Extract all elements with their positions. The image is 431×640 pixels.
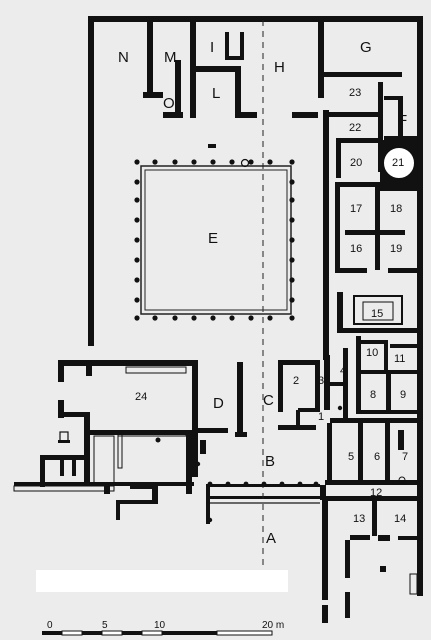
label-18: 18 [390, 203, 402, 215]
peristyle-column [248, 315, 254, 321]
label-24: 24 [135, 391, 147, 403]
atrium-column [313, 481, 319, 487]
label-5: 5 [348, 451, 354, 463]
peristyle-column [152, 315, 158, 321]
atrium-column [243, 481, 249, 487]
label-17: 17 [350, 203, 362, 215]
label-4: 4 [340, 365, 346, 377]
peristyle-column [134, 257, 140, 263]
label-2: 2 [293, 375, 299, 387]
label-A: A [266, 530, 276, 547]
label-6: 6 [374, 451, 380, 463]
peristyle-column [289, 159, 295, 165]
label-21: 21 [392, 157, 404, 169]
label-9: 9 [400, 389, 406, 401]
peristyle-column [152, 159, 158, 165]
peristyle-column [289, 315, 295, 321]
room-labels: N M I G H L O F E D C B A 23 22 20 21 17… [118, 39, 408, 547]
label-F: F [398, 112, 407, 129]
label-N: N [118, 49, 129, 66]
peristyle-columns [134, 159, 295, 321]
peristyle-column [289, 277, 295, 283]
scale-tick-10: 10 [154, 620, 166, 631]
peristyle-column [248, 159, 254, 165]
label-13: 13 [353, 513, 365, 525]
blank-caption-band [36, 570, 288, 592]
label-G: G [360, 39, 372, 56]
label-11: 11 [394, 353, 405, 365]
peristyle-column [134, 297, 140, 303]
peristyle-column [267, 159, 273, 165]
label-L: L [212, 85, 220, 102]
peristyle-column [134, 159, 140, 165]
label-D: D [213, 395, 224, 412]
atrium-column [207, 481, 213, 487]
label-O: O [163, 95, 175, 112]
peristyle-column [134, 197, 140, 203]
peristyle-column [289, 197, 295, 203]
atrium-column [279, 481, 285, 487]
peristyle-column [229, 159, 235, 165]
label-H: H [274, 59, 285, 76]
peristyle-column [191, 159, 197, 165]
label-20: 20 [350, 157, 362, 169]
label-15: 15 [371, 308, 383, 320]
atrium-column [297, 481, 303, 487]
atrium-column [225, 481, 231, 487]
label-E: E [208, 230, 218, 247]
label-M: M [164, 49, 177, 66]
peristyle-column [134, 315, 140, 321]
label-12: 12 [370, 487, 382, 499]
peristyle-column [289, 237, 295, 243]
peristyle-column [267, 315, 273, 321]
label-I: I [210, 39, 214, 56]
peristyle-column [210, 159, 216, 165]
peristyle-column [289, 179, 295, 185]
scale-tick-20: 20 m [262, 620, 284, 631]
atrium-column [261, 481, 267, 487]
peristyle-column [289, 217, 295, 223]
peristyle-column [210, 315, 216, 321]
label-1: 1 [318, 411, 324, 423]
peristyle-column [172, 315, 178, 321]
walls [14, 16, 423, 623]
label-3: 3 [318, 375, 324, 387]
peristyle-column [134, 277, 140, 283]
small-features [13, 144, 418, 595]
peristyle-column [289, 297, 295, 303]
label-14: 14 [394, 513, 406, 525]
peristyle-column [134, 217, 140, 223]
scale-tick-0: 0 [47, 620, 53, 631]
label-22: 22 [349, 122, 361, 134]
peristyle-column [229, 315, 235, 321]
peristyle-column [172, 159, 178, 165]
atrium-columns [207, 481, 319, 487]
label-23: 23 [349, 87, 361, 99]
label-7: 7 [402, 451, 408, 463]
scale-bar: 0 5 10 20 m [42, 620, 284, 636]
peristyle-column [289, 257, 295, 263]
label-16: 16 [350, 243, 362, 255]
room-21-rotunda [380, 140, 417, 186]
peristyle-column [191, 315, 197, 321]
label-B: B [265, 453, 275, 470]
label-8: 8 [370, 389, 376, 401]
label-10: 10 [366, 347, 378, 359]
scale-tick-5: 5 [102, 620, 108, 631]
room-15-impluvium [353, 295, 403, 325]
peristyle-column [134, 237, 140, 243]
label-19: 19 [390, 243, 402, 255]
label-C: C [263, 392, 274, 409]
peristyle-column [134, 179, 140, 185]
